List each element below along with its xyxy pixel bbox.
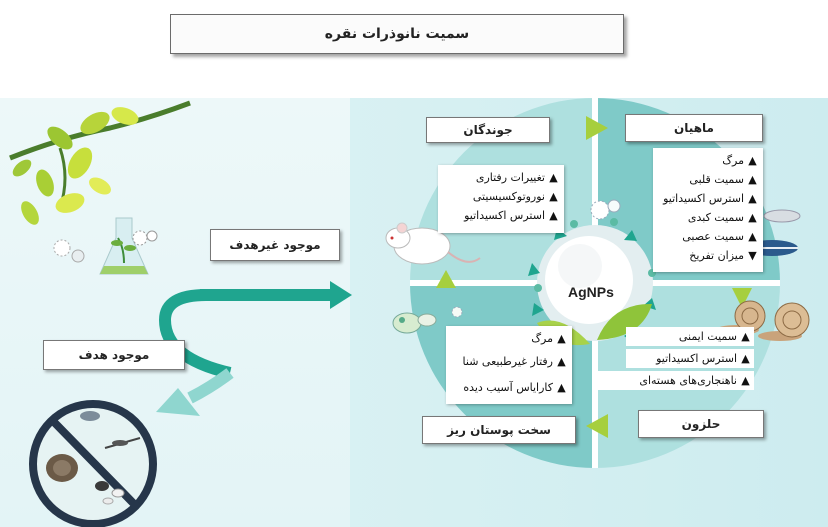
list-item: ▲استرس اکسیداتیو	[663, 192, 757, 205]
increase-arrow-icon: ▲	[748, 173, 757, 186]
list-item: ▲ناهنجاری‌های هسته‌ای	[596, 371, 754, 390]
increase-arrow-icon: ▲	[741, 352, 750, 365]
rodents-label: جوندگان	[426, 117, 550, 143]
non-target-organism-label: موجود غیرهدف	[210, 229, 340, 261]
crustacean-icon	[392, 306, 463, 334]
cycle-arrow-top	[586, 116, 608, 140]
target-organism-label: موجود هدف	[43, 340, 185, 370]
list-item: ▲رفتار غیرطبیعی شنا	[462, 354, 566, 368]
list-item: ▲نوروتوکسیسیتی	[472, 190, 558, 203]
list-item: ▲سمیت کبدی	[687, 211, 757, 224]
agnps-center-icon	[528, 199, 656, 346]
rodents-effects-list: ▲تغییرات رفتاری ▲نوروتوکسیسیتی ▲استرس اک…	[438, 165, 564, 233]
list-item: ▲مرگ	[531, 332, 566, 345]
list-item: ▲سمیت ایمنی	[626, 327, 754, 346]
cycle-arrow-left	[436, 270, 456, 288]
list-item: ▼میزان تفریخ	[689, 249, 757, 262]
increase-arrow-icon: ▲	[557, 380, 566, 394]
list-item: ▲مرگ	[722, 154, 757, 167]
no-insects-icon	[29, 400, 157, 527]
increase-arrow-icon: ▲	[557, 354, 566, 368]
list-item: ▲استرس اکسیداتیو	[626, 349, 754, 368]
agnps-label: AgNPs	[568, 284, 614, 300]
crustaceans-effects-list: ▲مرگ ▲رفتار غیرطبیعی شنا ▲کارایاس آسیب د…	[446, 326, 572, 404]
decrease-arrow-icon: ▼	[748, 249, 757, 262]
increase-arrow-icon: ▲	[549, 209, 558, 222]
increase-arrow-icon: ▲	[549, 171, 558, 184]
increase-arrow-icon: ▲	[748, 230, 757, 243]
increase-arrow-icon: ▲	[741, 330, 750, 343]
crustaceans-label: سخت پوستان ریز	[422, 416, 576, 444]
plant-branch-icon	[9, 100, 191, 263]
snail-label: حلزون	[638, 410, 764, 438]
list-item: ▲تغییرات رفتاری	[475, 171, 558, 184]
mouse-icon	[385, 222, 481, 265]
cycle-arrow-right	[732, 288, 752, 308]
increase-arrow-icon: ▲	[748, 192, 757, 205]
list-item: ▲سمیت قلبی	[689, 173, 757, 186]
increase-arrow-icon: ▲	[549, 190, 558, 203]
list-item: ▲سمیت عصبی	[682, 230, 757, 243]
left-illustration	[9, 100, 352, 527]
snail-effects-list: ▲سمیت ایمنی ▲استرس اکسیداتیو ▲ناهنجاری‌ه…	[596, 324, 760, 396]
increase-arrow-icon: ▲	[741, 374, 750, 387]
flask-icon	[99, 217, 158, 275]
list-item: ▲استرس اکسیداتیو	[464, 209, 558, 222]
page-title: سمیت نانوذرات نقره	[170, 14, 624, 54]
flow-arrow	[156, 281, 352, 416]
list-item: ▲کارایاس آسیب دیده	[463, 380, 566, 394]
fish-effects-list: ▲مرگ ▲سمیت قلبی ▲استرس اکسیداتیو ▲سمیت ک…	[653, 148, 763, 272]
increase-arrow-icon: ▲	[557, 332, 566, 345]
cycle-arrow-bottom	[586, 414, 608, 438]
increase-arrow-icon: ▲	[748, 154, 757, 167]
increase-arrow-icon: ▲	[748, 211, 757, 224]
fish-label: ماهیان	[625, 114, 763, 142]
